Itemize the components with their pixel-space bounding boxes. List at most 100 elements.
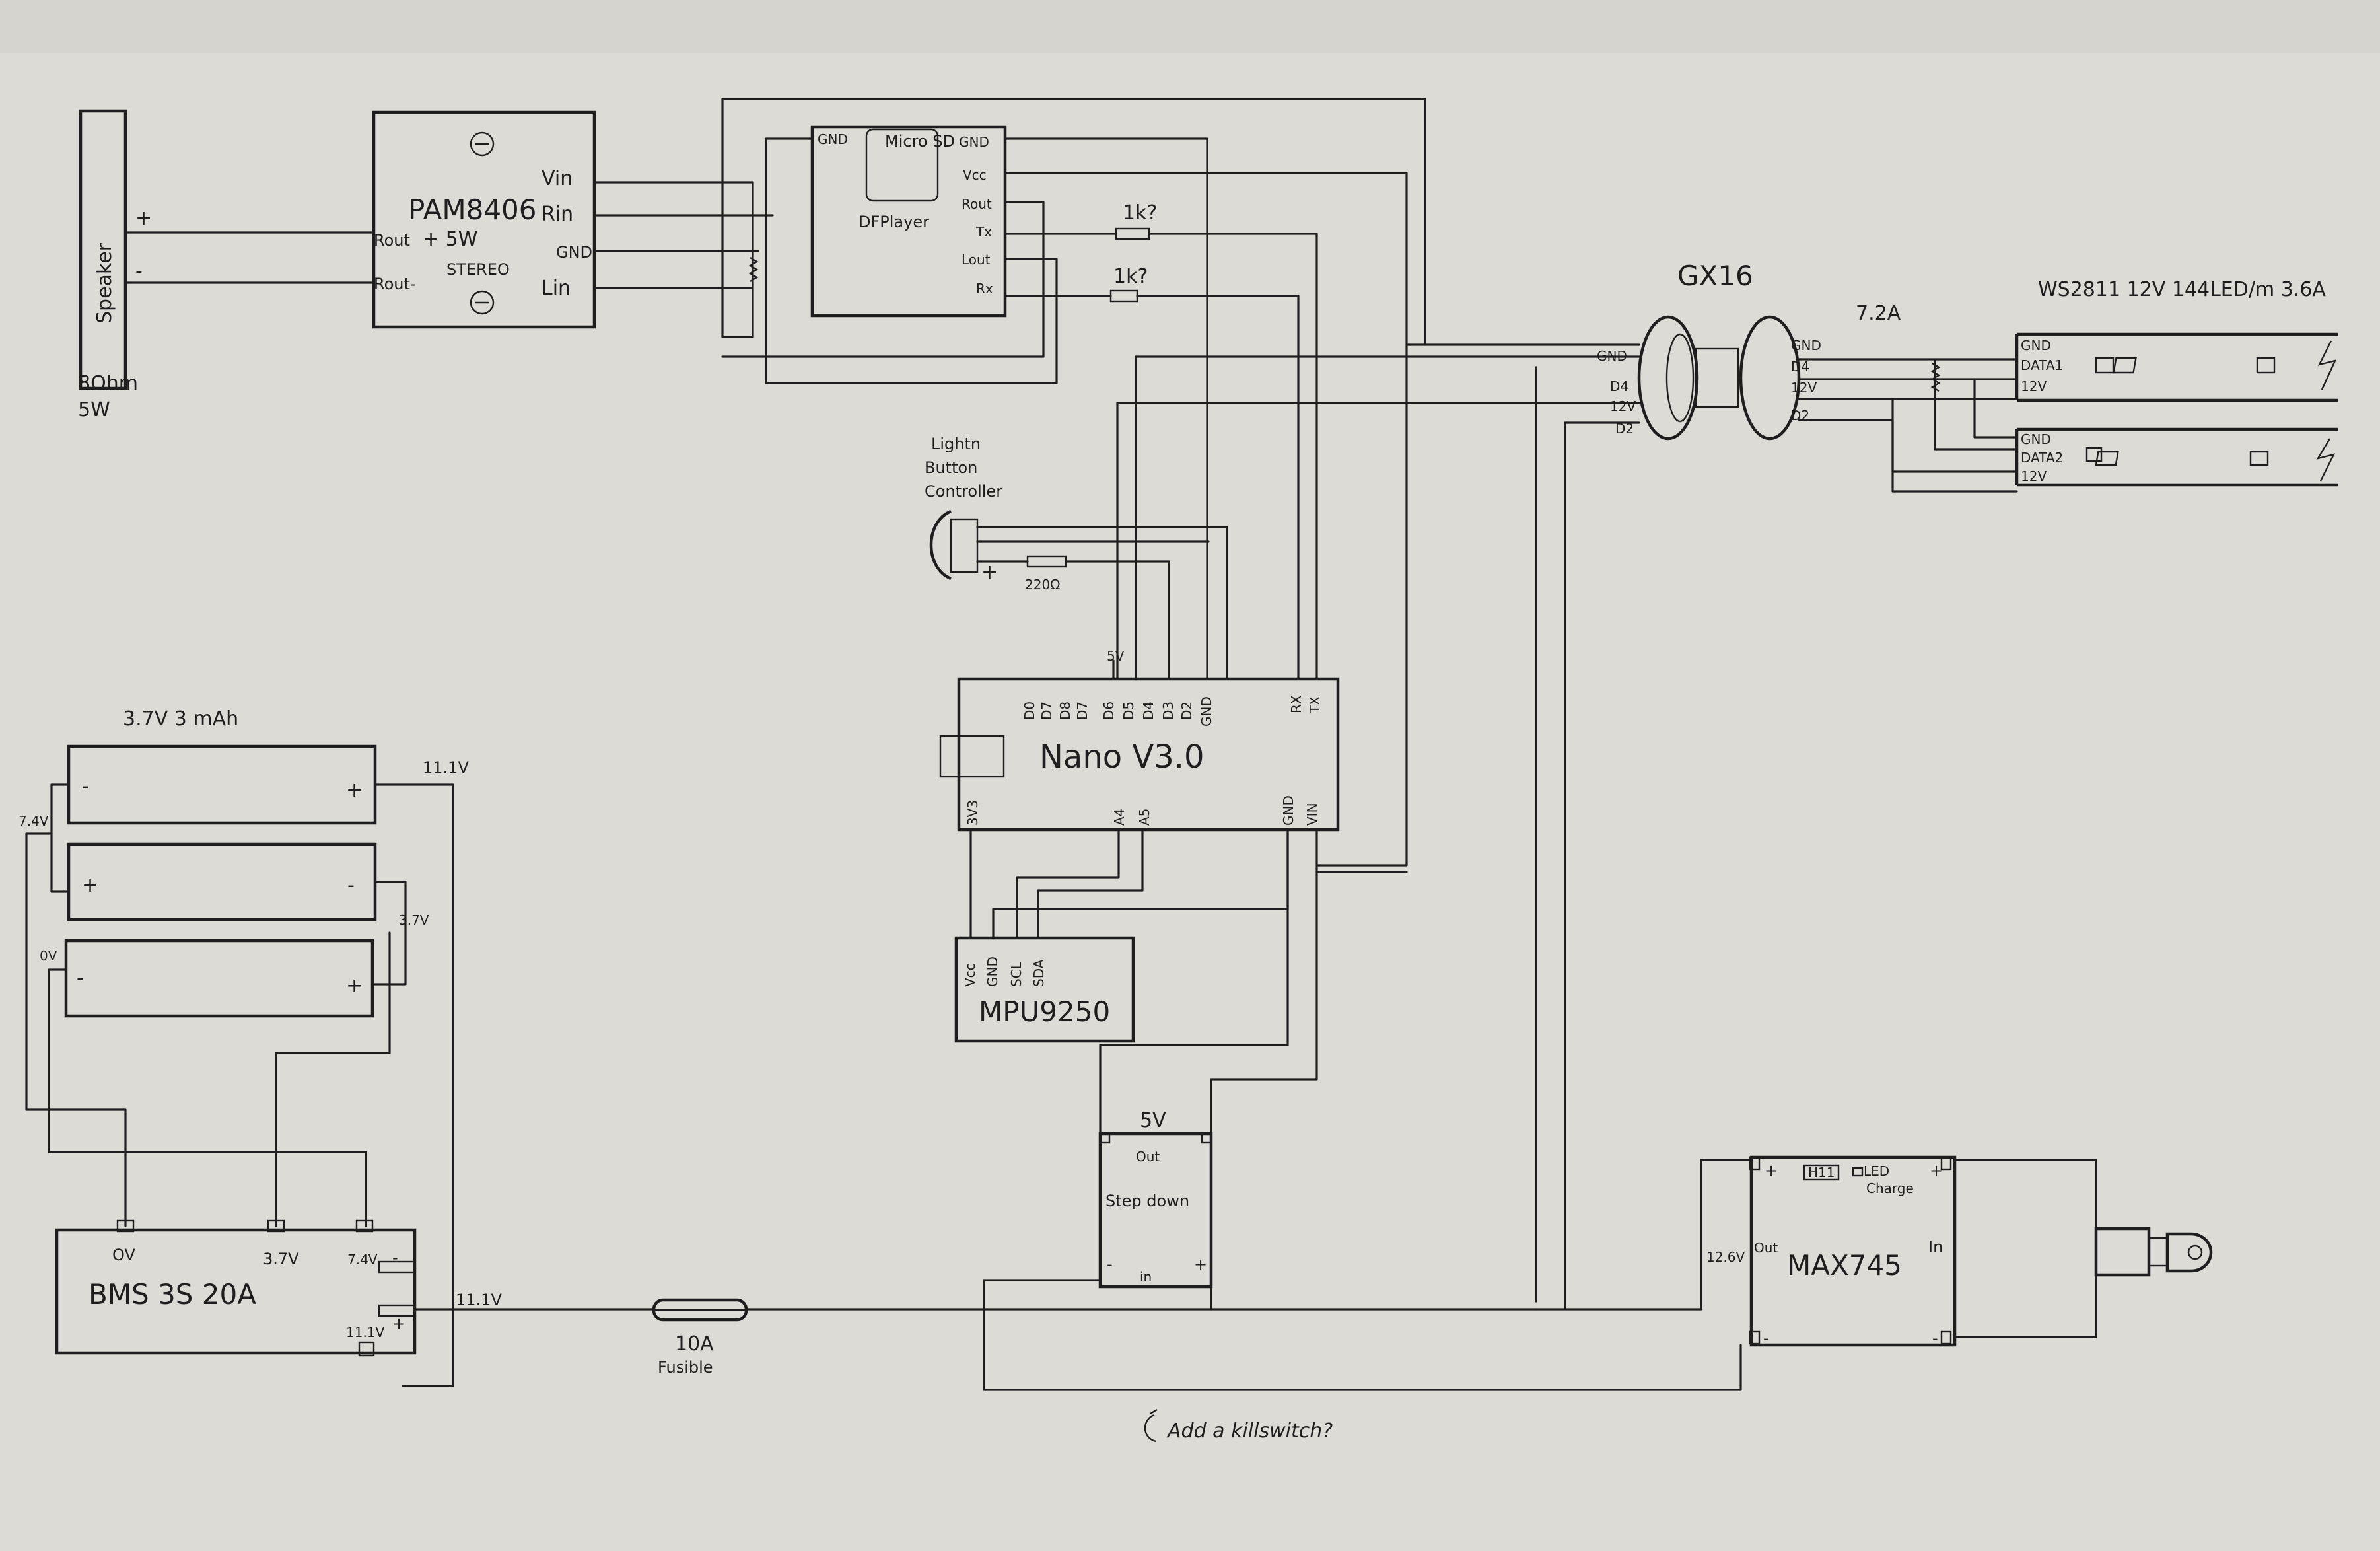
nano-3v3: 3V3 — [965, 800, 981, 826]
mpu-pin-vcc: Vcc — [962, 963, 978, 987]
dfplayer-lout-label: Lout — [962, 252, 991, 268]
strip2-led-2 — [2095, 451, 2119, 466]
lightning-button: Lightn Button Controller + 220Ω — [925, 435, 1067, 593]
nano-pin-8: D3 — [1160, 702, 1176, 720]
nano-rx: RX — [1288, 695, 1304, 713]
stepdown-plus: + — [1194, 1255, 1207, 1274]
speaker-minus: - — [135, 260, 143, 283]
gx16-gnd-right: GND — [1791, 338, 1821, 353]
dfplayer-rout-label: Rout — [962, 196, 992, 212]
nano-body — [957, 677, 1340, 832]
charger-led-label: LED — [1864, 1163, 1889, 1179]
gx16-plug-body — [1695, 347, 1739, 408]
arduino-nano: Nano V3.0 5V D0 D7 D8 D7 D6 D5 D4 D3 D2 … — [939, 648, 1340, 832]
wire-nano-vin-stepdown — [1210, 871, 1318, 1135]
battery-74v: 7.4V — [18, 813, 49, 829]
speaker-body — [79, 109, 127, 390]
amplifier-pam8406: PAM8406 + 5W STEREO Vin Rin GND Lin Rout… — [372, 110, 596, 329]
strip1-led-1 — [2095, 357, 2115, 374]
wire-battery-cell-link-left — [50, 783, 70, 893]
gx16-d4-right: D4 — [1791, 359, 1809, 375]
dc-jack-pin — [2187, 1244, 2203, 1260]
wire-dfplayer-rout — [721, 201, 1045, 358]
charger-body — [1749, 1155, 1957, 1347]
wire-charger-in-minus — [1953, 1274, 2097, 1338]
nano-top-pins: D0 D7 D8 D7 D6 D5 D4 D3 D2 GND — [1022, 696, 1214, 727]
gx16-connector: GX16 GND D4 12V D2 GND D4 12V D2 — [1597, 260, 1821, 441]
fuse-label: Fusible — [658, 1358, 713, 1377]
resistor-rx-label: 1k? — [1113, 265, 1148, 288]
wire-battery-0v — [48, 968, 367, 1227]
button-plus: + — [981, 561, 998, 584]
charger-display — [1803, 1164, 1840, 1181]
nano-tx: TX — [1307, 696, 1323, 714]
gx16-plug-left-inner — [1665, 333, 1695, 423]
wire-battery-37v — [275, 931, 391, 1227]
battery-pack: 3.7V 3 mAh - + + - - + 11.1V 7.4V 3.7V 0… — [18, 707, 469, 1018]
wire-strip2-link — [1973, 378, 2018, 439]
stepdown-label: Step down — [1105, 1192, 1189, 1210]
nano-pin-2: D7 — [1039, 702, 1055, 720]
nano-pin-10: GND — [1199, 696, 1214, 727]
amp-rout-minus: Rout- — [374, 275, 416, 293]
led-strip-1: WS2811 12V 144LED/m 3.6A GND DATA1 12V — [2015, 278, 2338, 402]
mpu-pin-scl: SCL — [1008, 961, 1024, 987]
battery-37v: 3.7V — [399, 912, 429, 928]
dfplayer-sd-slot — [865, 128, 939, 202]
strip2-led-1 — [2085, 447, 2103, 462]
button-label-2: Button — [925, 458, 977, 477]
amp-terminal-symbol-bottom — [470, 290, 495, 315]
dc-jack-barrel — [2165, 1232, 2213, 1273]
dfplayer-gnd-label: GND — [959, 134, 989, 150]
amp-input-resistor — [748, 256, 759, 283]
stepdown-pad-tr — [1201, 1132, 1212, 1144]
bms-minus: - — [392, 1248, 398, 1267]
strip-data-resistor — [1930, 362, 1941, 392]
battery-111v: 11.1V — [423, 758, 469, 777]
strip-title: WS2811 12V 144LED/m 3.6A — [2038, 278, 2326, 301]
cell2-minus: - — [347, 874, 355, 897]
gx16-d4-left: D4 — [1610, 379, 1628, 394]
bms-37v: 3.7V — [263, 1250, 299, 1268]
charger-display-text: H11 — [1808, 1165, 1835, 1180]
dfplayer-name: DFPlayer — [858, 213, 929, 231]
button-cap — [929, 509, 952, 581]
bms-pad-minus — [378, 1260, 416, 1274]
nano-gnd-bottom: GND — [1280, 795, 1296, 826]
bms-ov: OV — [112, 1246, 135, 1264]
strip2-led-3 — [2249, 451, 2269, 466]
stepdown-body — [1098, 1132, 1213, 1289]
wire-dfplayer-lout — [765, 137, 1058, 384]
speaker-power: 5W — [78, 398, 110, 421]
amp-rout-plus: Rout — [374, 231, 410, 250]
charger-pad-tl — [1749, 1156, 1761, 1171]
strip1-led-2 — [2113, 357, 2137, 374]
nano-a5: A5 — [1137, 809, 1152, 826]
mpu-pin-sda: SDA — [1031, 959, 1047, 987]
strip1-gnd: GND — [2021, 338, 2051, 353]
dfplayer-vcc-label: Vcc — [963, 167, 987, 183]
strip1-cut-mark — [2317, 340, 2337, 390]
stepdown-pad-tl — [1099, 1132, 1111, 1144]
battery-0v: 0V — [40, 948, 57, 964]
wire-strip2-12v — [1891, 398, 2018, 493]
bms-out-111v: 11.1V — [456, 1291, 502, 1309]
nano-pin-3: D8 — [1057, 702, 1073, 720]
button-resistor-label: 220Ω — [1025, 577, 1060, 593]
gx16-12v-left: 12V — [1610, 398, 1636, 414]
gx16-label: GX16 — [1677, 260, 1753, 292]
speaker-impedance: 8Ohm — [78, 372, 138, 395]
button-label-3: Controller — [925, 482, 1002, 501]
note-arrow — [1144, 1408, 1158, 1443]
nano-pin-4: D7 — [1074, 702, 1090, 720]
nano-pin-1: D0 — [1022, 702, 1037, 720]
speaker: Speaker + - 8Ohm 5W — [78, 109, 152, 421]
fuse-rating: 10A — [675, 1332, 714, 1355]
wire-ground-return — [983, 1279, 1742, 1391]
resistor-tx-label: 1k? — [1123, 201, 1157, 225]
step-down-converter: 5V Out Step down - in + — [1098, 1109, 1213, 1289]
nano-vin: VIN — [1304, 803, 1320, 826]
dfplayer-body — [810, 125, 1007, 318]
